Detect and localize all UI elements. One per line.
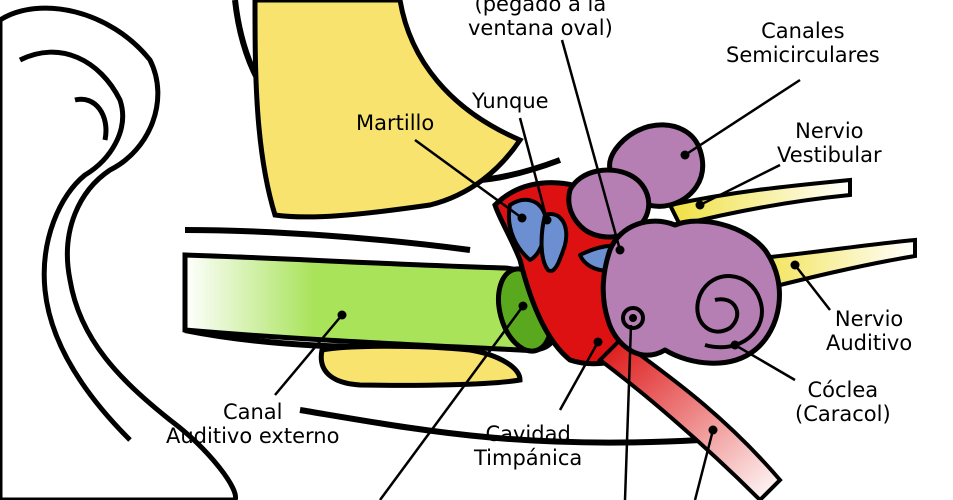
label-estribo-line2: ventana oval) bbox=[468, 16, 613, 40]
label-martillo-line1: Martillo bbox=[356, 111, 435, 135]
leader-line-canal bbox=[274, 314, 343, 396]
leader-line-nervio-auditivo bbox=[794, 264, 831, 311]
leader-line-eustachian bbox=[693, 429, 715, 500]
label-cavidad-line1: Cavidad bbox=[485, 422, 571, 446]
eustachian-tube bbox=[596, 337, 783, 500]
label-yunque-line1: Yunque bbox=[472, 89, 549, 113]
leader-line-nervio-vestibular bbox=[699, 163, 781, 207]
label-estribo: (pegado a la ventana oval) bbox=[468, 0, 613, 40]
leader-line-martillo bbox=[414, 138, 523, 220]
temporal-bone-upper bbox=[252, 0, 524, 220]
label-coclea-line1: Cóclea bbox=[807, 378, 879, 402]
leader-line-coclea bbox=[734, 343, 796, 382]
label-canales-line2: Semicirculares bbox=[726, 43, 880, 67]
cochlea-spiral bbox=[695, 274, 764, 350]
label-cavidad-timpanica: Cavidad Timpánica bbox=[474, 422, 582, 470]
label-yunque: Yunque bbox=[472, 89, 549, 113]
label-martillo: Martillo bbox=[356, 111, 434, 135]
label-canal-line2: Auditivo externo bbox=[166, 424, 340, 448]
leader-lines bbox=[274, 39, 831, 500]
leader-line-cavidad bbox=[558, 341, 600, 411]
label-cavidad-line2: Timpánica bbox=[474, 446, 583, 470]
label-canal-auditivo-externo: Canal Auditivo externo bbox=[166, 400, 339, 448]
label-coclea: Cóclea (Caracol) bbox=[795, 378, 891, 426]
leader-dots bbox=[337, 150, 800, 435]
label-nervio-auditivo: Nervio Auditivo bbox=[826, 307, 912, 355]
label-nervio-vestibular-line1: Nervio bbox=[795, 119, 864, 143]
label-coclea-line2: (Caracol) bbox=[795, 402, 891, 426]
label-nervio-vestibular-line2: Vestibular bbox=[777, 143, 882, 167]
nerves bbox=[667, 177, 917, 293]
oval-window-center bbox=[629, 314, 637, 322]
leader-line-yunque bbox=[518, 117, 549, 221]
label-canal-line1: Canal bbox=[222, 400, 283, 424]
label-nervio-auditivo-line2: Auditivo bbox=[826, 331, 913, 355]
label-estribo-line1: (pegado a la bbox=[474, 0, 607, 16]
pinna bbox=[0, 5, 238, 500]
label-nervio-vestibular: Nervio Vestibular bbox=[777, 119, 882, 167]
label-nervio-auditivo-line1: Nervio bbox=[834, 307, 904, 331]
leader-line-tympanum bbox=[378, 305, 525, 500]
leader-line-estribo bbox=[560, 39, 622, 251]
inner-ear bbox=[566, 122, 782, 366]
label-canales-line1: Canales bbox=[761, 19, 845, 43]
label-canales-semicirculares: Canales Semicirculares bbox=[726, 19, 880, 67]
leader-line-oval-window bbox=[623, 324, 633, 500]
leader-line-canales bbox=[684, 78, 801, 157]
